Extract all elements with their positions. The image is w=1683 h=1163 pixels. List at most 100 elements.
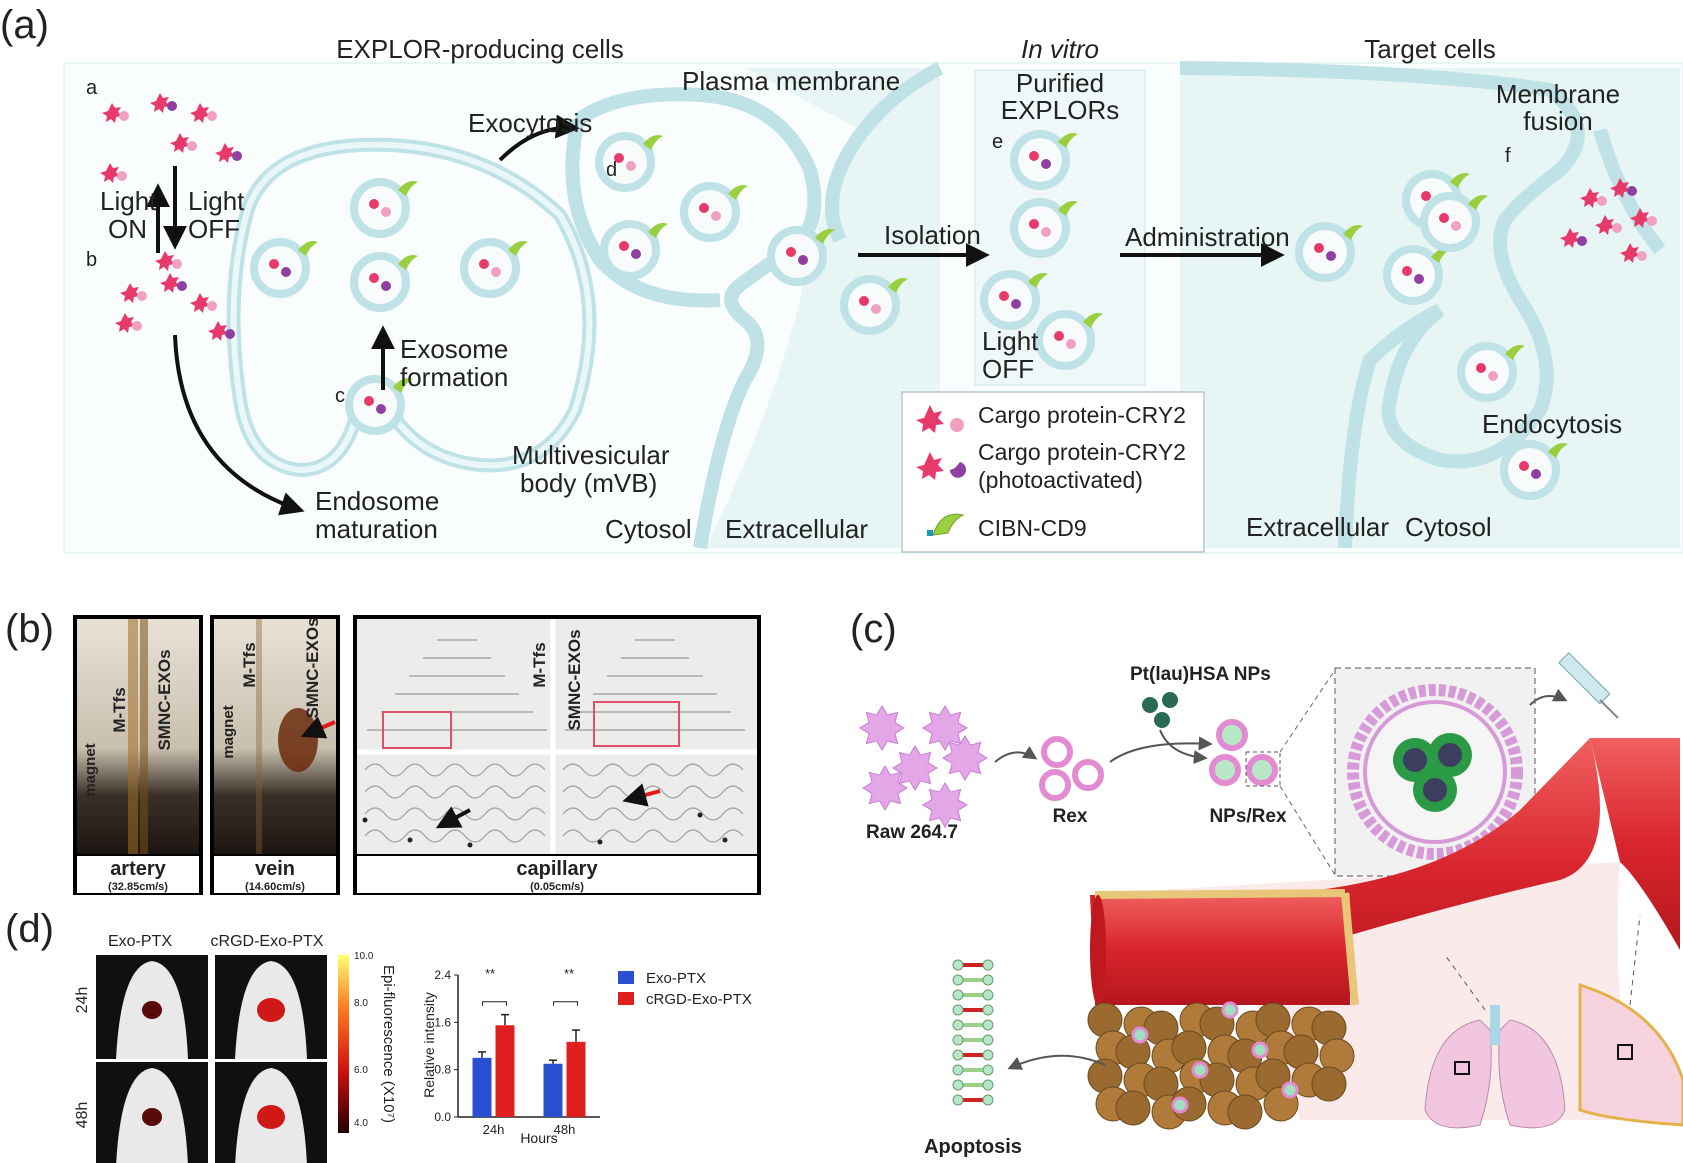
colorbar-label: Epi-fluorescence (X10⁷) <box>380 965 397 1123</box>
exosome-vesicle <box>840 275 908 335</box>
chart-xlabel: Hours <box>520 1130 557 1146</box>
panel-b-label: (b) <box>5 607 54 651</box>
capillary-mtfs-label: M-Tfs <box>530 642 549 687</box>
artery-mtfs-label: M-Tfs <box>110 687 129 732</box>
exosome-vesicle <box>350 252 418 312</box>
colorbar-tick-3: 6.0 <box>354 1065 368 1076</box>
chart-sig-bracket <box>553 1001 578 1006</box>
free-cargo-protein <box>170 133 197 153</box>
free-cargo-protein <box>1630 208 1657 228</box>
col2-label: cRGD-Exo-PTX <box>211 933 324 950</box>
cytosol-right: Cytosol <box>1405 512 1492 542</box>
free-cargo-protein <box>100 163 127 183</box>
legend-symbol-cargo-photo <box>916 452 966 480</box>
free-cargo-protein <box>190 293 217 313</box>
rex-detail-particle <box>1347 684 1523 860</box>
chart-x-tick: 48h <box>554 1122 576 1137</box>
target-cell-membrane <box>1179 61 1585 549</box>
mouse-image <box>96 1062 208 1163</box>
colorbar-tick-2: 8.0 <box>354 998 368 1009</box>
header-target: Target cells <box>1364 34 1496 64</box>
vein-red-arrow <box>300 716 336 739</box>
apoptosis-label: Apoptosis <box>924 1136 1022 1158</box>
exocytosis-arrow <box>498 114 580 162</box>
capillary-black-arrow <box>435 806 471 829</box>
cargo-proteins <box>100 93 1657 341</box>
lung-icon <box>1424 1005 1566 1129</box>
light-off-e-line2: OFF <box>982 354 1034 384</box>
exosome-formation-line1: Exosome <box>400 334 508 364</box>
raw-cell <box>922 705 968 751</box>
exosome-vesicle <box>1010 198 1078 258</box>
administration-label: Administration <box>1125 222 1290 252</box>
letter-a: a <box>86 77 98 99</box>
legend-symbol-cibn <box>927 513 965 536</box>
mouse-image <box>96 955 208 1059</box>
exosome-vesicle <box>1035 310 1103 370</box>
mvb-line2: body (mVB) <box>520 468 657 498</box>
free-cargo-protein <box>115 313 142 333</box>
row1-label: 24h <box>74 987 91 1014</box>
sig-24h: ** <box>485 966 495 981</box>
exosome-vesicle <box>1457 342 1525 402</box>
letter-d: d <box>606 159 617 181</box>
legend-item2-line2: (photoactivated) <box>978 467 1143 493</box>
free-cargo-protein <box>1610 178 1637 198</box>
extracellular-right: Extracellular <box>1246 512 1389 542</box>
letter-e: e <box>992 131 1003 153</box>
panel-d-label: (d) <box>5 907 54 951</box>
mouse-image <box>215 955 327 1059</box>
free-cargo-protein <box>1595 215 1622 235</box>
free-cargo-protein <box>150 93 177 113</box>
rex-vesicles <box>1039 736 1104 801</box>
colorbar <box>338 955 349 1133</box>
raw-264-7-cells <box>859 705 988 828</box>
zoom-source-box <box>1245 751 1281 787</box>
panel-a: (a) EXPLOR-producing cells In vitro Targ… <box>0 3 1683 554</box>
exocytosis-label: Exocytosis <box>468 108 592 138</box>
vein-speed: (14.60cm/s) <box>245 881 305 893</box>
exosome-vesicle <box>980 270 1048 330</box>
chart-bar <box>495 1025 515 1117</box>
legend-item1: Cargo protein-CRY2 <box>978 402 1186 428</box>
exosome-vesicle <box>767 226 835 286</box>
exosome-vesicle <box>600 220 668 280</box>
legend-swatch-crgd-exo-ptx <box>618 992 634 1005</box>
free-cargo-protein <box>155 251 182 271</box>
legend-item3: CIBN-CD9 <box>978 515 1087 541</box>
free-cargo-protein <box>215 143 242 163</box>
breast-tissue-icon <box>1578 982 1683 1127</box>
rex-label: Rex <box>1053 806 1088 827</box>
capillary-channels <box>362 639 745 848</box>
header-invitro: In vitro <box>1021 34 1099 64</box>
chart-bar <box>566 1041 586 1117</box>
row2-label: 48h <box>74 1102 91 1129</box>
letter-b: b <box>86 249 97 271</box>
extracellular-region-left <box>705 68 940 548</box>
capillary-photo <box>357 619 757 854</box>
chart-bar <box>543 1063 563 1117</box>
header-producing: EXPLOR-producing cells <box>336 34 624 64</box>
nps-label: Pt(lau)HSA NPs <box>1130 664 1271 685</box>
light-on-line1: Light <box>100 186 157 216</box>
membrane-fusion-line1: Membrane <box>1496 79 1620 109</box>
free-cargo-protein <box>1560 228 1587 248</box>
extracellular-left: Extracellular <box>725 514 868 544</box>
panel-a-label: (a) <box>0 3 49 47</box>
npsrex-label: NPs/Rex <box>1209 806 1287 827</box>
sig-48h: ** <box>564 966 574 981</box>
exosome-vesicle <box>1295 222 1363 282</box>
raw-cell <box>892 745 938 791</box>
pt-nps <box>1142 692 1178 728</box>
chart-y-tick: 0.8 <box>434 1063 451 1077</box>
endosome-line1: Endosome <box>315 486 439 516</box>
exosome-vesicle <box>1420 192 1488 252</box>
colorbar-tick-1: 10.0 <box>354 951 374 962</box>
free-cargo-protein <box>190 103 217 123</box>
capillary-red-arrow <box>622 783 661 807</box>
col1-label: Exo-PTX <box>108 933 172 950</box>
plasma-membrane-label: Plasma membrane <box>682 66 900 96</box>
free-cargo-protein <box>1580 188 1607 208</box>
